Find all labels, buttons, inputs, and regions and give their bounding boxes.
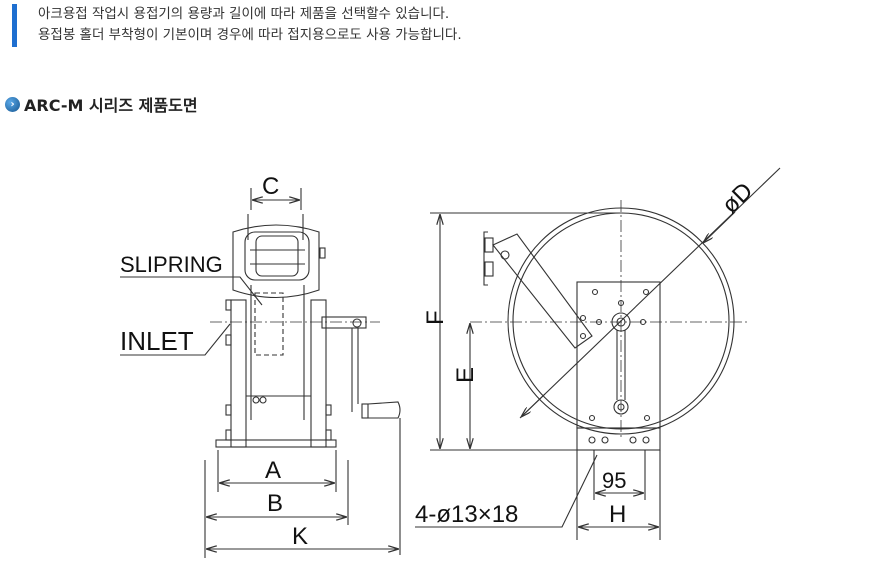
label-a: A <box>265 457 281 484</box>
label-slipring: SLIPRING <box>120 252 223 277</box>
label-inlet: INLET <box>120 326 194 356</box>
section-title: ARC-M 시리즈 제품도면 <box>24 96 198 115</box>
intro-line-2: 용접봉 홀더 부착형이 기본이며 경우에 따라 접지용으로도 사용 가능합니다. <box>38 27 462 43</box>
intro-line-1: 아크용접 작업시 용접기의 용량과 길이에 따라 제품을 선택할수 있습니다. <box>38 6 450 22</box>
label-b: B <box>267 490 283 517</box>
chevron-right-circle-icon: › <box>5 96 20 112</box>
label-f: F <box>422 310 449 325</box>
label-e: E <box>452 367 479 383</box>
label-95: 95 <box>602 468 626 493</box>
section-heading: › ARC-M 시리즈 제품도면 <box>5 92 198 116</box>
intro-block: 아크용접 작업시 용접기의 용량과 길이에 따라 제품을 선택할수 있습니다. … <box>12 4 462 47</box>
label-h: H <box>609 501 626 528</box>
side-view: C A B K SLIPRING INLET <box>120 173 401 558</box>
label-diameter-d: øD <box>717 177 759 219</box>
label-holes: 4-ø13×18 <box>415 501 518 528</box>
label-k: K <box>292 523 308 550</box>
front-view: øD F E 95 H 4-ø13×18 <box>415 167 781 540</box>
label-c: C <box>262 173 279 200</box>
